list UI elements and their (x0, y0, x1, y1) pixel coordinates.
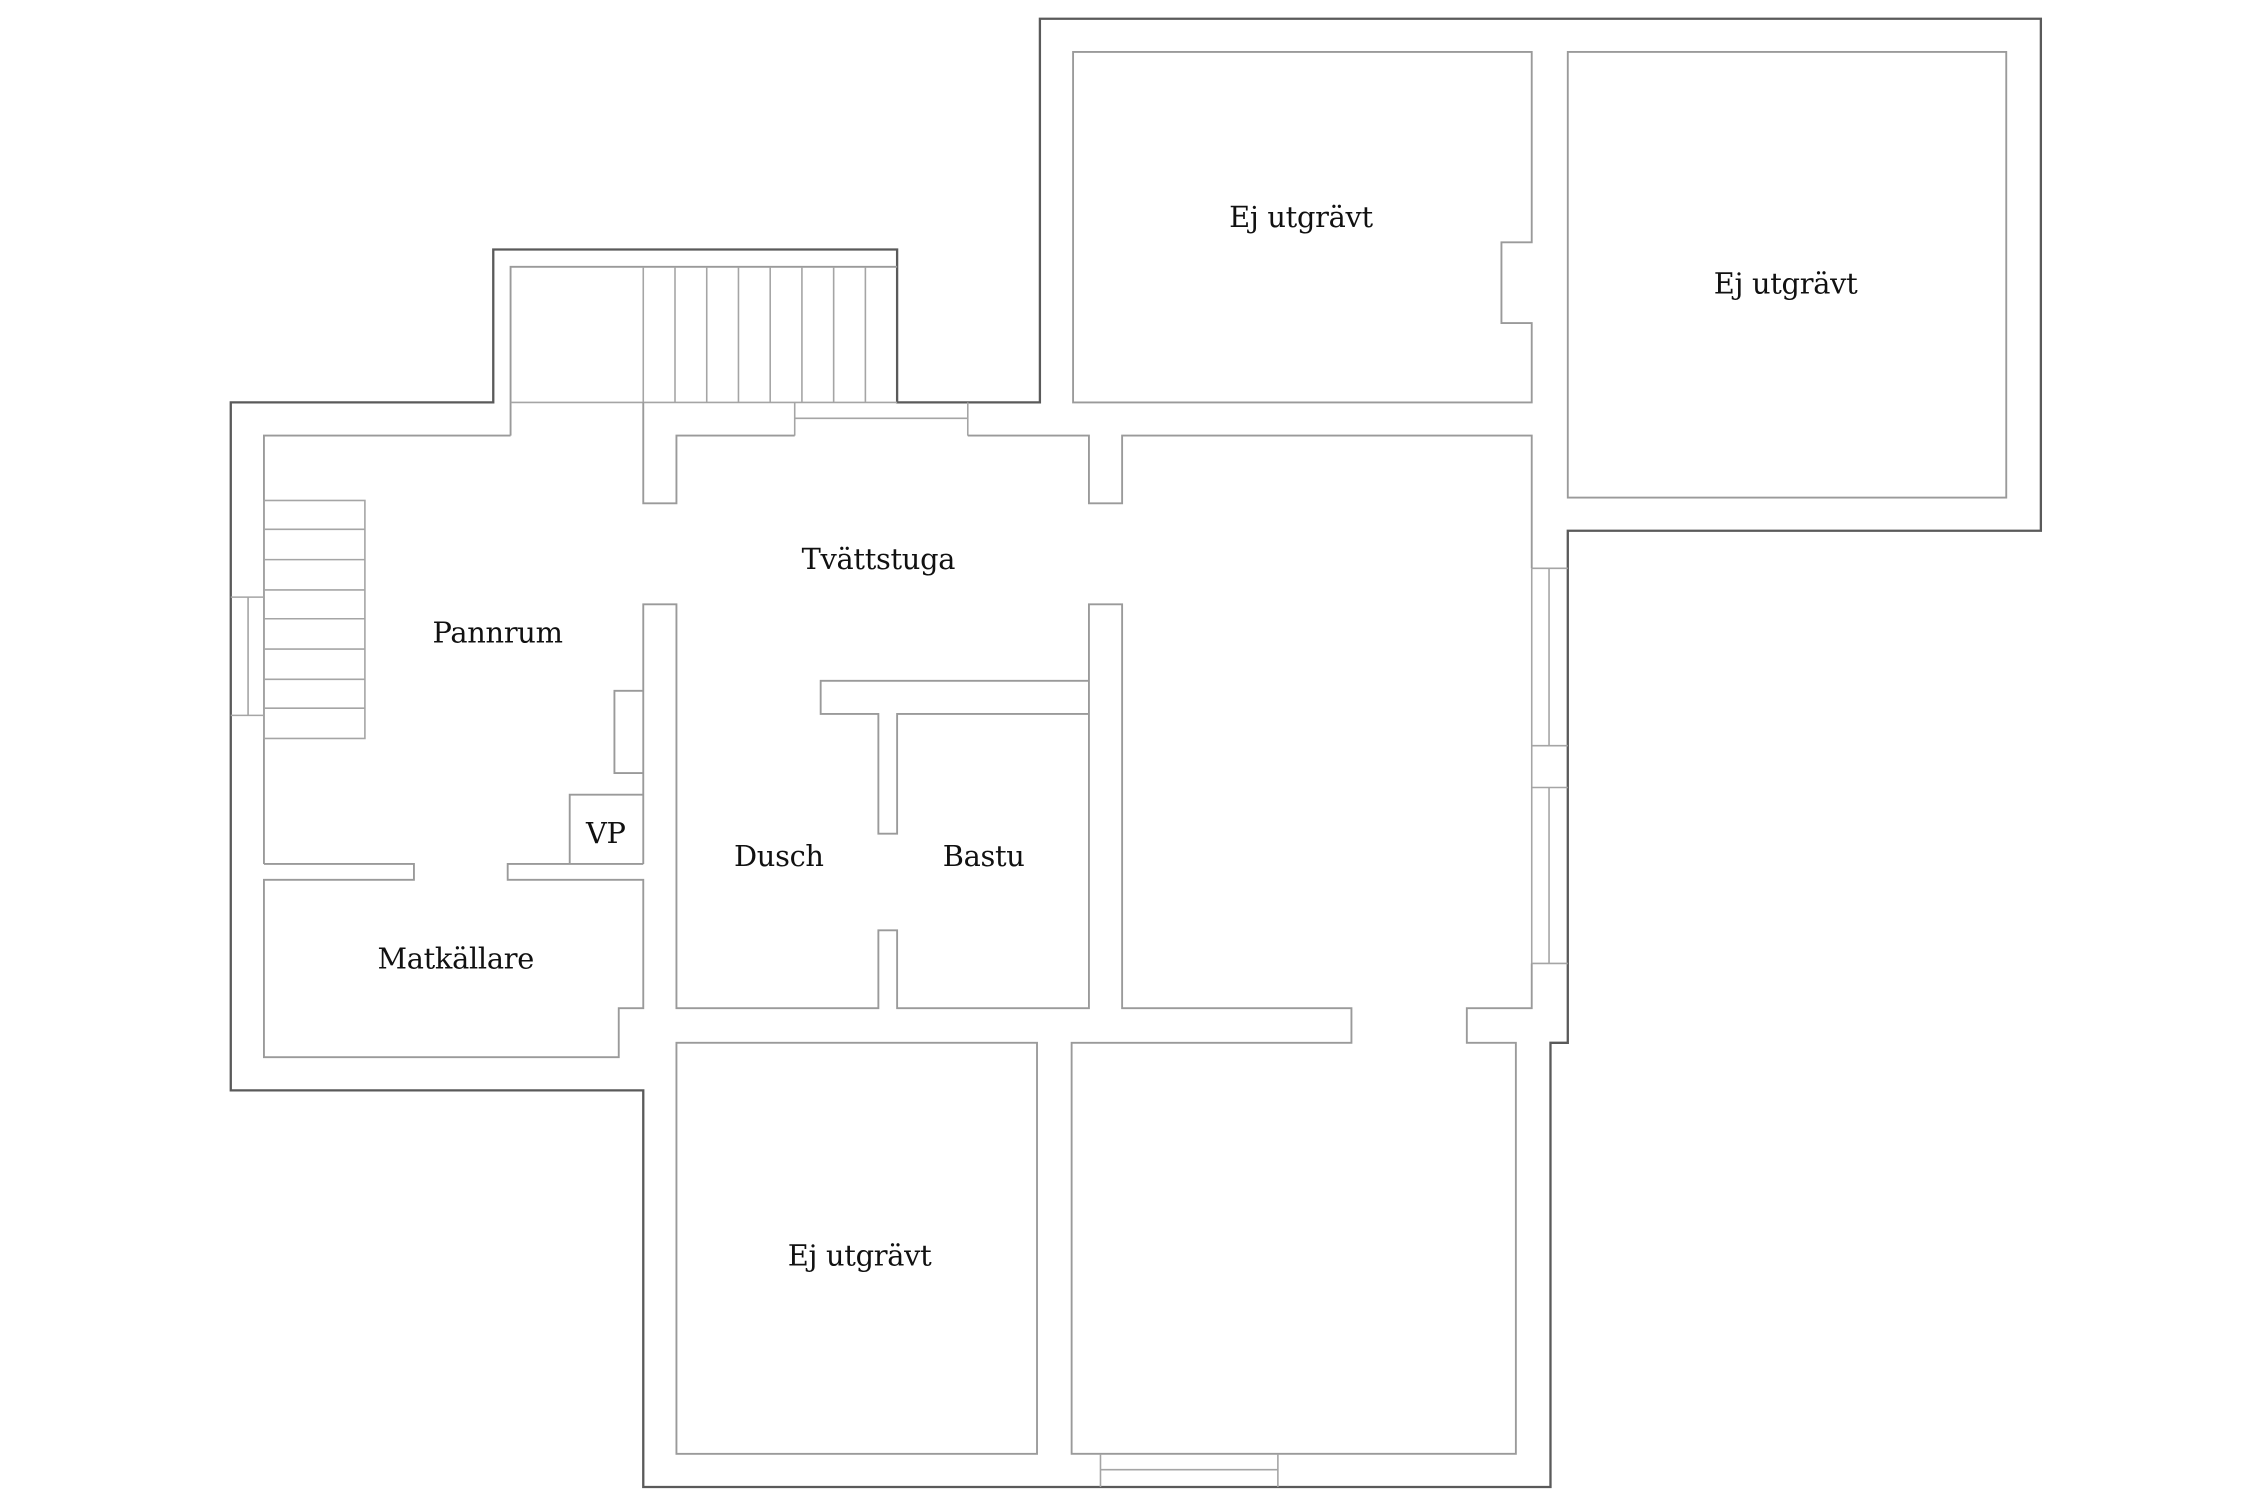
matkallare-top-wall (263, 863, 645, 1059)
label-tvattstuga: Tvättstuga (802, 542, 956, 576)
ej-utgravt-top-left-room (1072, 50, 1533, 404)
wall-stub-top-left (642, 402, 795, 505)
ej-utgravt-top-right-room (1566, 50, 2008, 499)
label-matkallare: Matkällare (378, 942, 535, 976)
label-vp: VP (585, 816, 626, 850)
windows-right (1530, 567, 1568, 965)
window-left (230, 596, 264, 717)
label-ej-utgravt-top-left: Ej utgrävt (1229, 200, 1373, 234)
window-bottom (1099, 1453, 1279, 1488)
interior-stairs (263, 499, 366, 740)
label-dusch: Dusch (734, 839, 824, 873)
tvattstuga-top-wall (967, 434, 1533, 569)
entrance-stair-bay (509, 265, 969, 436)
pannrum-notch (613, 689, 644, 775)
label-pannrum: Pannrum (433, 616, 563, 650)
label-bastu: Bastu (943, 839, 1025, 873)
ej-utgravt-bottom-room (675, 1041, 1038, 1455)
exterior-wall (229, 17, 2043, 1489)
vp-box (568, 793, 644, 864)
label-ej-utgravt-bottom: Ej utgrävt (788, 1239, 932, 1273)
pannrum-right-wall (642, 603, 1533, 1455)
dusch-bastu-wall (819, 679, 1089, 835)
label-ej-utgravt-top-right: Ej utgrävt (1714, 267, 1858, 301)
